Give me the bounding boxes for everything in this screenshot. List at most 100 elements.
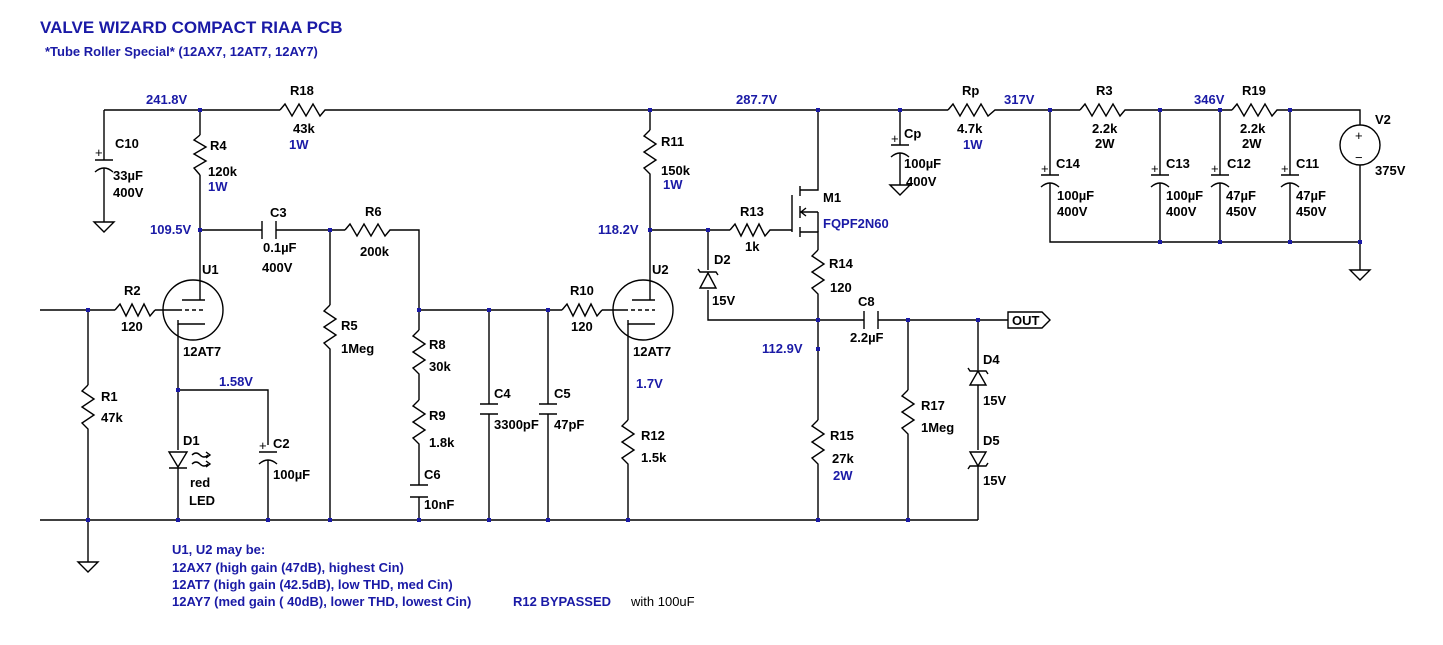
c2-value: 100µF [273, 467, 310, 482]
svg-text:+: + [259, 438, 267, 453]
u2-value: 12AT7 [633, 344, 671, 359]
r17-name: R17 [921, 398, 945, 413]
node-317v: 317V [1004, 92, 1035, 107]
r11-value: 150k [661, 163, 691, 178]
rp-extra: 1W [963, 137, 983, 152]
capacitor-c2: + [258, 438, 278, 465]
c12-name: C12 [1227, 156, 1251, 171]
c6-name: C6 [424, 467, 441, 482]
u1-name: U1 [202, 262, 219, 277]
schematic-subtitle: *Tube Roller Special* (12AX7, 12AT7, 12A… [45, 44, 318, 59]
c13-value: 100µF [1166, 188, 1203, 203]
r13-name: R13 [740, 204, 764, 219]
tube-u1 [162, 279, 224, 345]
capacitor-c8 [863, 311, 879, 329]
c11-value: 47µF [1296, 188, 1326, 203]
v2-name: V2 [1375, 112, 1391, 127]
c3-value: 0.1µF [263, 240, 297, 255]
node-241v: 241.8V [146, 92, 188, 107]
resistor-r10 [561, 302, 603, 318]
r19-extra: 2W [1242, 136, 1262, 151]
u1-value: 12AT7 [183, 344, 221, 359]
d1-name: D1 [183, 433, 200, 448]
rp-name: Rp [962, 83, 979, 98]
r4-extra: 1W [208, 179, 228, 194]
r6-value: 200k [360, 244, 390, 259]
c5-name: C5 [554, 386, 571, 401]
wires [40, 109, 1361, 562]
resistor-r12 [620, 419, 636, 470]
cp-value: 100µF [904, 156, 941, 171]
m1-name: M1 [823, 190, 841, 205]
r19-value: 2.2k [1240, 121, 1266, 136]
c10-name: C10 [115, 136, 139, 151]
node-1-7v: 1.7V [636, 376, 663, 391]
note-line-3: 12AT7 (high gain (42.5dB), low THD, med … [172, 577, 453, 592]
v2-value: 375V [1375, 163, 1406, 178]
capacitors: + + + + + + [94, 131, 1300, 498]
note-bypass: R12 BYPASSED [513, 594, 611, 609]
capacitor-c11: + [1280, 161, 1300, 195]
resistor-r15 [810, 419, 826, 470]
svg-text:+: + [1281, 161, 1289, 176]
r1-name: R1 [101, 389, 118, 404]
resistor-r2 [114, 302, 156, 318]
capacitor-c14: + [1040, 161, 1060, 195]
c5-value: 47pF [554, 417, 584, 432]
node-labels: 241.8V 287.7V 317V 346V 109.5V 118.2V 11… [146, 92, 1225, 391]
c10-extra: 400V [113, 185, 144, 200]
m1-value: FQPF2N60 [823, 216, 889, 231]
c3-name: C3 [270, 205, 287, 220]
ground-symbols [76, 184, 1372, 573]
r13-value: 1k [745, 239, 760, 254]
component-labels: R18 43k 1W C10 33µF 400V R4 120k 1W C3 0… [101, 83, 1406, 512]
c12-extra: 450V [1226, 204, 1257, 219]
svg-text:+: + [1151, 161, 1159, 176]
node-1-58v: 1.58V [219, 374, 253, 389]
d1-extra: LED [189, 493, 215, 508]
r14-name: R14 [829, 256, 854, 271]
capacitor-c12: + [1210, 161, 1230, 195]
note-line-1: U1, U2 may be: [172, 542, 265, 557]
c4-value: 3300pF [494, 417, 539, 432]
v2-minus-sign: − [1355, 150, 1363, 165]
r4-value: 120k [208, 164, 238, 179]
resistor-r4 [192, 134, 208, 176]
notes: U1, U2 may be: 12AX7 (high gain (47dB), … [172, 542, 695, 609]
schematic-title: VALVE WIZARD COMPACT RIAA PCB [40, 18, 343, 37]
resistor-r5 [322, 304, 338, 355]
mosfet-m1 [791, 186, 819, 237]
r3-extra: 2W [1095, 136, 1115, 151]
voltage-source-v2: + − [1339, 124, 1381, 166]
u2-name: U2 [652, 262, 669, 277]
node-287v: 287.7V [736, 92, 778, 107]
r8-value: 30k [429, 359, 451, 374]
resistor-r3 [1079, 102, 1130, 118]
resistor-r8 [411, 329, 427, 380]
zener-d5 [967, 451, 989, 470]
c14-name: C14 [1056, 156, 1081, 171]
resistors [80, 102, 1282, 470]
node-109v: 109.5V [150, 222, 192, 237]
r18-value: 43k [293, 121, 315, 136]
capacitor-c4 [480, 403, 498, 415]
r1-value: 47k [101, 410, 123, 425]
d1-value: red [190, 475, 210, 490]
c3-extra: 400V [262, 260, 293, 275]
svg-text:+: + [1211, 161, 1219, 176]
resistor-rp [947, 102, 1000, 118]
c6-value: 10nF [424, 497, 454, 512]
r9-name: R9 [429, 408, 446, 423]
node-346v: 346V [1194, 92, 1225, 107]
svg-text:+: + [891, 131, 899, 146]
capacitor-c10: + [94, 145, 114, 190]
c12-value: 47µF [1226, 188, 1256, 203]
led-d1 [167, 451, 212, 469]
r10-value: 120 [571, 319, 593, 334]
note-line-4: 12AY7 (med gain ( 40dB), lower THD, lowe… [172, 594, 471, 609]
r12-value: 1.5k [641, 450, 667, 465]
svg-text:+: + [95, 145, 103, 160]
c13-name: C13 [1166, 156, 1190, 171]
r18-extra: 1W [289, 137, 309, 152]
